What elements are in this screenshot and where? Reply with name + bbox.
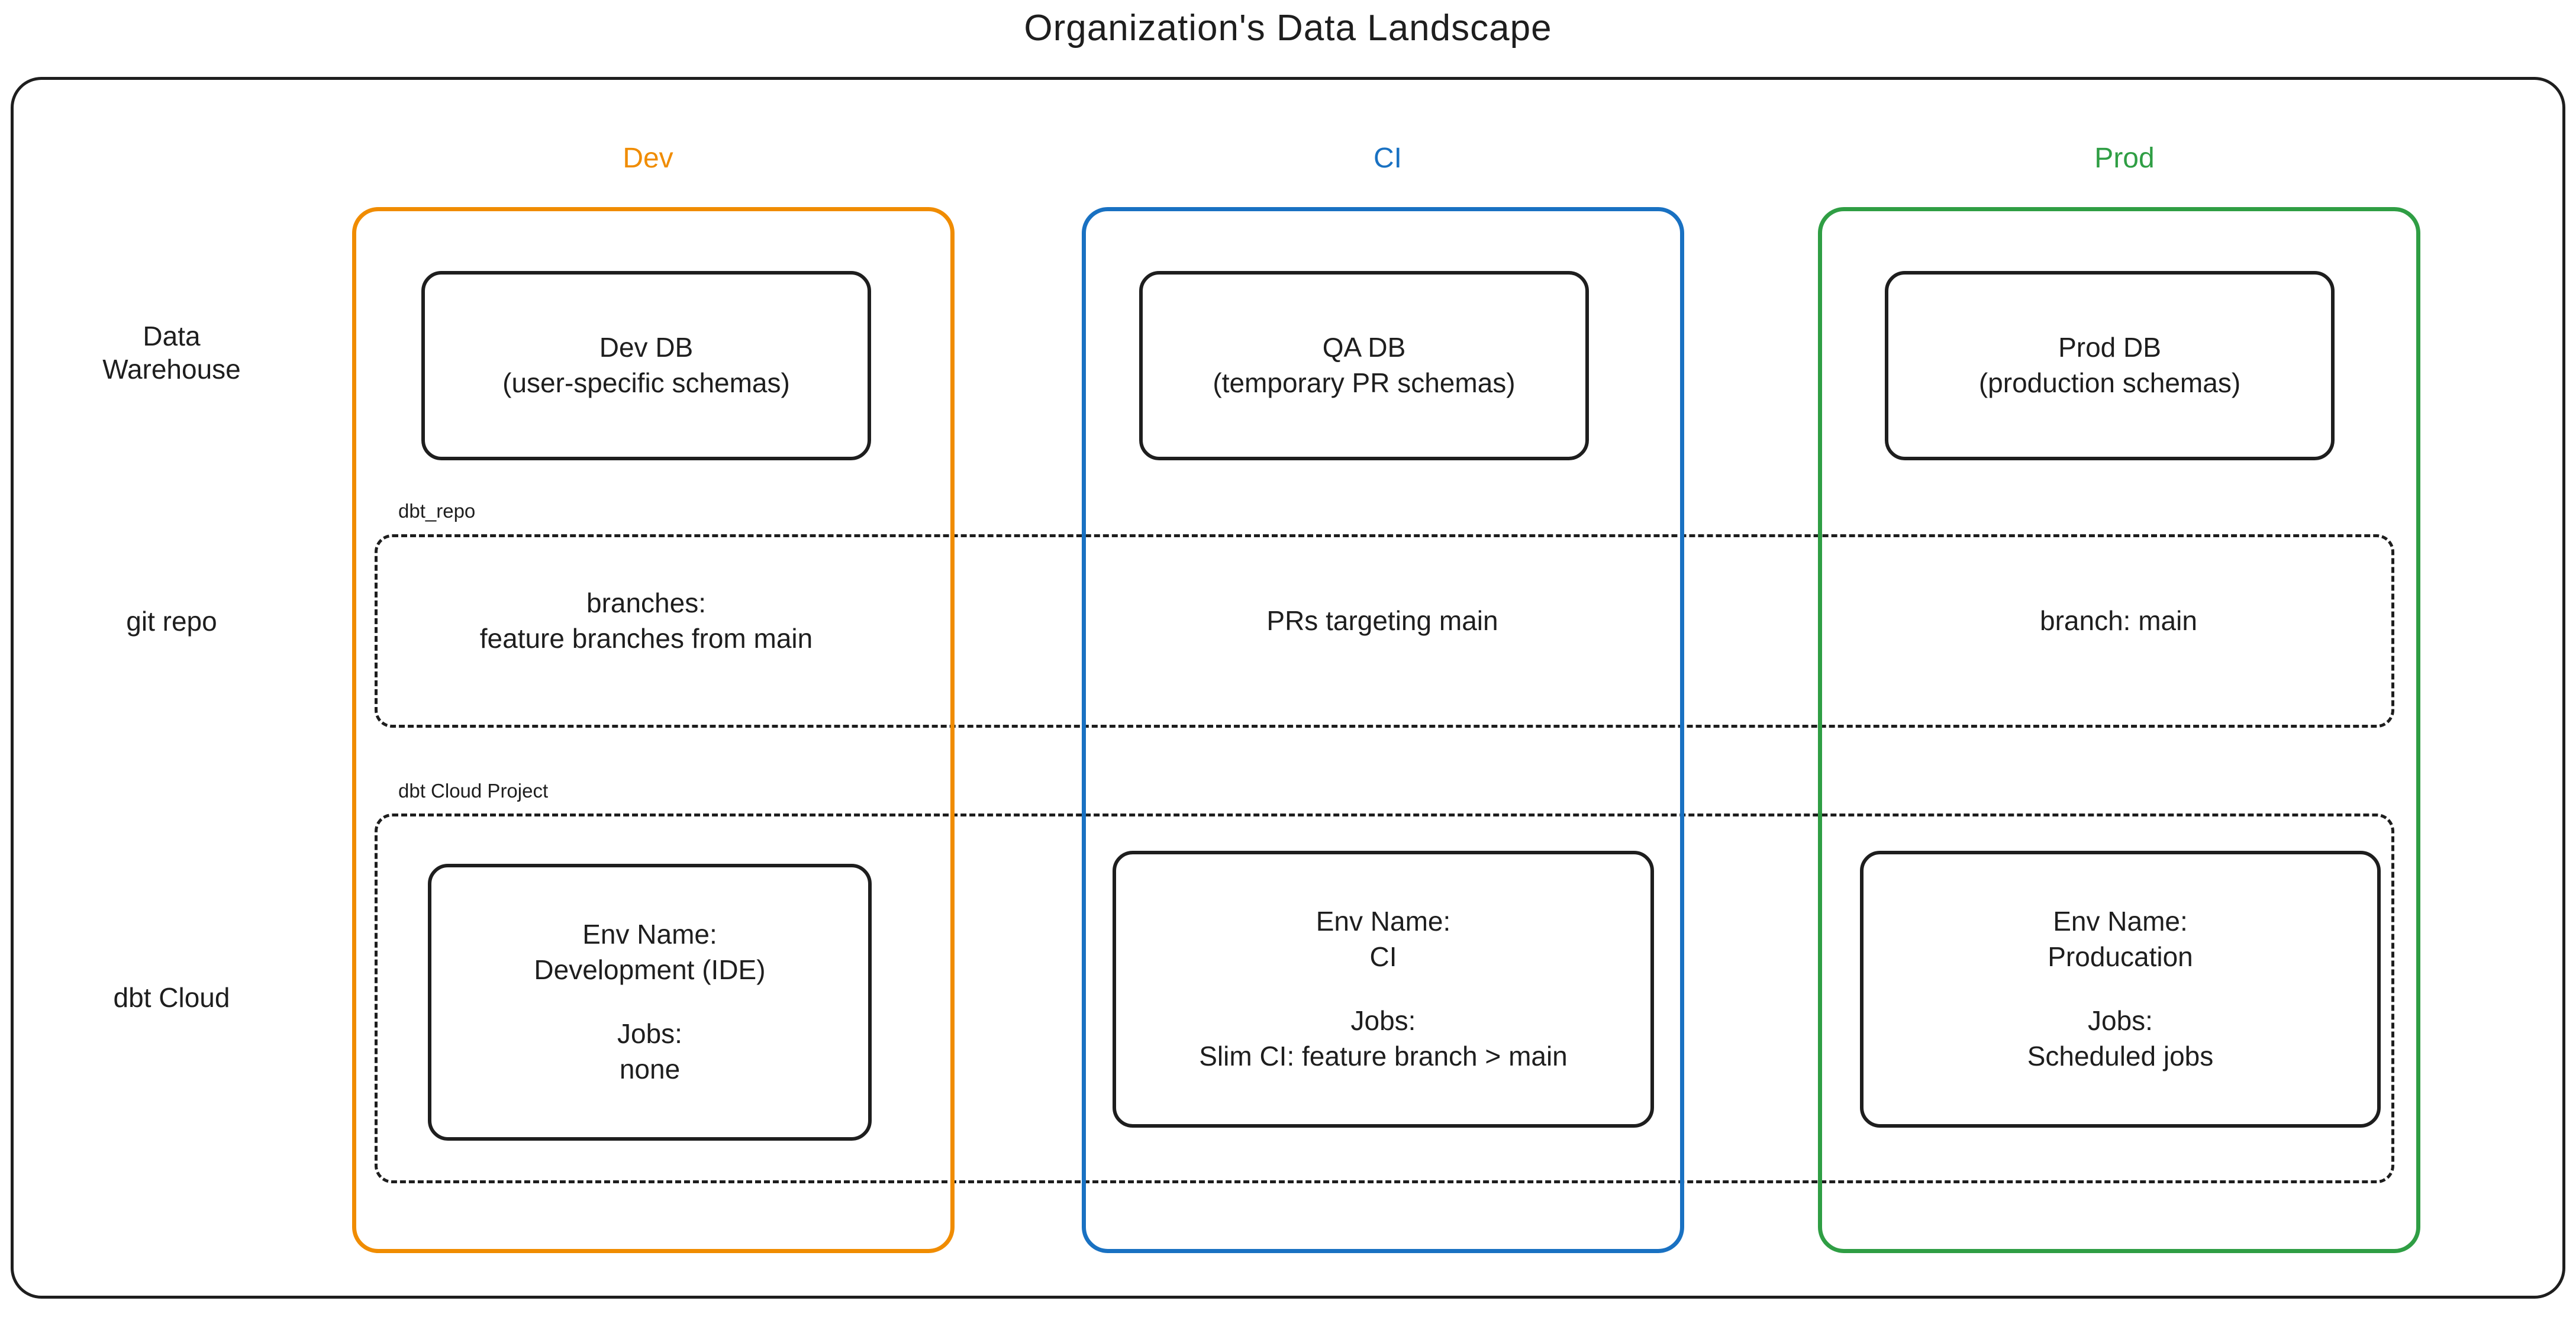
node-dbt-cloud-prod-jobs-value: Scheduled jobs — [2027, 1040, 2214, 1071]
git-repo-text-dev: branches: feature branches from main — [380, 586, 913, 657]
page-title: Organization's Data Landscape — [1024, 8, 1552, 49]
node-dbt-cloud-dev-jobs-value: none — [619, 1053, 681, 1084]
row-label-data-warehouse-line2: Warehouse — [102, 354, 241, 385]
column-header-dev: Dev — [623, 143, 673, 174]
row-label-git-repo: git repo — [126, 606, 217, 637]
node-dbt-cloud-dev-env-label: Env Name: — [582, 919, 717, 950]
diagram-outer-frame — [11, 77, 2565, 1299]
row-label-data-warehouse: Data Warehouse — [33, 319, 311, 386]
node-prod-db: Prod DB (production schemas) — [1885, 271, 2335, 460]
column-header-prod: Prod — [2094, 143, 2155, 174]
row-label-data-warehouse-line1: Data — [143, 321, 201, 351]
node-dbt-cloud-prod-jobs-label: Jobs: — [2088, 1005, 2153, 1036]
node-prod-db-line1: Prod DB — [2058, 332, 2161, 363]
git-repo-text-prod-line1: branch: main — [2040, 605, 2197, 636]
node-dbt-cloud-dev: Env Name: Development (IDE) Jobs: none — [428, 864, 872, 1141]
env-column-dev — [352, 207, 955, 1253]
node-qa-db-line1: QA DB — [1322, 332, 1406, 363]
env-column-ci — [1082, 207, 1684, 1253]
env-column-prod — [1818, 207, 2420, 1253]
node-dbt-cloud-dev-env-value: Development (IDE) — [534, 954, 766, 986]
git-repo-text-dev-line2: feature branches from main — [479, 622, 813, 654]
node-dbt-cloud-ci-jobs-value: Slim CI: feature branch > main — [1199, 1040, 1568, 1071]
node-dbt-cloud-ci-env-label: Env Name: — [1316, 906, 1451, 937]
group-label-dbt-cloud-project: dbt Cloud Project — [392, 780, 554, 802]
node-dev-db-line2: (user-specific schemas) — [502, 367, 790, 398]
git-repo-text-ci-line1: PRs targeting main — [1266, 605, 1498, 636]
node-dbt-cloud-prod-env-value: Producation — [2048, 941, 2193, 973]
git-repo-text-dev-line1: branches: — [586, 588, 706, 618]
group-container-dbt-cloud-project — [375, 814, 2394, 1183]
node-dbt-cloud-prod: Env Name: Producation Jobs: Scheduled jo… — [1860, 851, 2381, 1128]
node-qa-db: QA DB (temporary PR schemas) — [1139, 271, 1589, 460]
column-header-ci: CI — [1374, 143, 1402, 174]
git-repo-text-prod: branch: main — [1852, 603, 2385, 639]
git-repo-text-ci: PRs targeting main — [1116, 603, 1649, 639]
node-qa-db-line2: (temporary PR schemas) — [1213, 367, 1516, 398]
node-dbt-cloud-ci-jobs-label: Jobs: — [1350, 1005, 1416, 1036]
node-dbt-cloud-ci: Env Name: CI Jobs: Slim CI: feature bran… — [1113, 851, 1654, 1128]
node-dev-db: Dev DB (user-specific schemas) — [421, 271, 871, 460]
node-dev-db-line1: Dev DB — [599, 332, 694, 363]
group-label-dbt-repo: dbt_repo — [392, 500, 482, 522]
group-container-dbt-repo — [375, 534, 2394, 728]
node-prod-db-line2: (production schemas) — [1978, 367, 2241, 398]
row-label-dbt-cloud: dbt Cloud — [113, 982, 230, 1013]
node-dbt-cloud-prod-env-label: Env Name: — [2053, 906, 2188, 937]
node-dbt-cloud-dev-jobs-label: Jobs: — [617, 1018, 682, 1049]
node-dbt-cloud-ci-env-value: CI — [1369, 941, 1397, 973]
